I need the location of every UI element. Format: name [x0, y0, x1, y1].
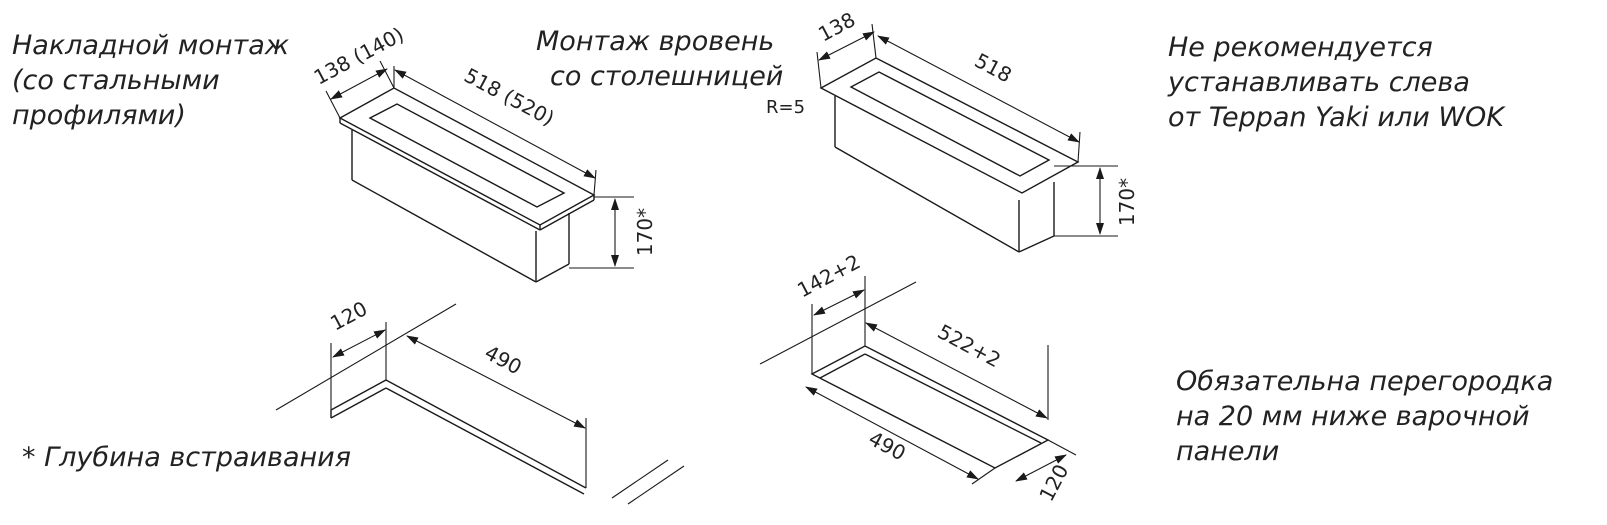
depth-footnote: * Глубина встраивания [22, 440, 351, 475]
not-recommended-line-3: от Teppan Yaki или WOK [1168, 102, 1504, 133]
flush-width-dim-line [818, 31, 875, 61]
partition-line-2: на 20 мм ниже варочной [1176, 401, 1530, 432]
not-recommended-line-2: устанавливать слева [1168, 67, 1470, 98]
surface-length-dim-line [394, 69, 596, 179]
surface-cutout: 120 490 [275, 296, 685, 505]
partition-line-3: панели [1176, 436, 1280, 467]
flush-cut-length-dim-line [805, 386, 979, 480]
flush-length-label: 518 [971, 48, 1016, 87]
not-recommended-note: Не рекомендуется устанавливать слева от … [1168, 30, 1504, 135]
surface-mount-line-3: профилями) [12, 100, 186, 131]
flush-outer-width-dim-line [813, 289, 865, 316]
flush-outer-width-label: 142+2 [793, 249, 864, 302]
flush-mount-unit: R=5 170* 138 518 [766, 7, 1139, 253]
flush-cut-length-label: 490 [865, 426, 910, 465]
flush-radius-label: R=5 [766, 97, 805, 118]
surface-mount-unit: 170* 138 (140) 518 (520) [310, 22, 657, 283]
flush-cut-outer [810, 345, 1050, 469]
surface-cut-length-dim-line [406, 335, 586, 429]
surface-height-label: 170* [633, 208, 657, 256]
surface-width-label: 138 (140) [310, 22, 408, 89]
depth-footnote-text: * Глубина встраивания [22, 442, 351, 473]
flush-frame-inner [849, 71, 1051, 177]
flush-cut-width-label: 120 [1034, 460, 1073, 505]
surface-mount-note: Накладной монтаж (со стальными профилями… [12, 28, 289, 133]
surface-cut-length-label: 490 [481, 340, 526, 379]
surface-cut-width-label: 120 [326, 296, 371, 335]
break-mark-2 [627, 465, 685, 505]
flush-cutout: 142+2 522+2 490 120 [759, 249, 1077, 505]
not-recommended-line-1: Не рекомендуется [1168, 32, 1433, 63]
flush-countertop-edge [759, 281, 917, 365]
surface-mount-line-2: (со стальными [12, 65, 220, 96]
partition-line-1: Обязательна перегородка [1176, 366, 1554, 397]
flush-height-label: 170* [1115, 178, 1139, 226]
surface-cut-width-dim-line [332, 329, 386, 358]
flush-mount-line-1: Монтаж вровень [536, 26, 775, 57]
partition-note: Обязательна перегородка на 20 мм ниже ва… [1176, 364, 1553, 469]
surface-width-dim-line [330, 68, 388, 100]
flush-frame-outer [819, 57, 1080, 194]
flush-width-label: 138 [814, 7, 859, 46]
surface-mount-line-1: Накладной монтаж [12, 30, 290, 61]
flush-outer-length-dim-line [865, 322, 1048, 419]
flush-length-dim-line [877, 35, 1080, 143]
flush-cut-width-dim-line [1015, 454, 1067, 482]
break-mark-1 [611, 459, 669, 499]
surface-length-label: 518 (520) [460, 63, 558, 130]
